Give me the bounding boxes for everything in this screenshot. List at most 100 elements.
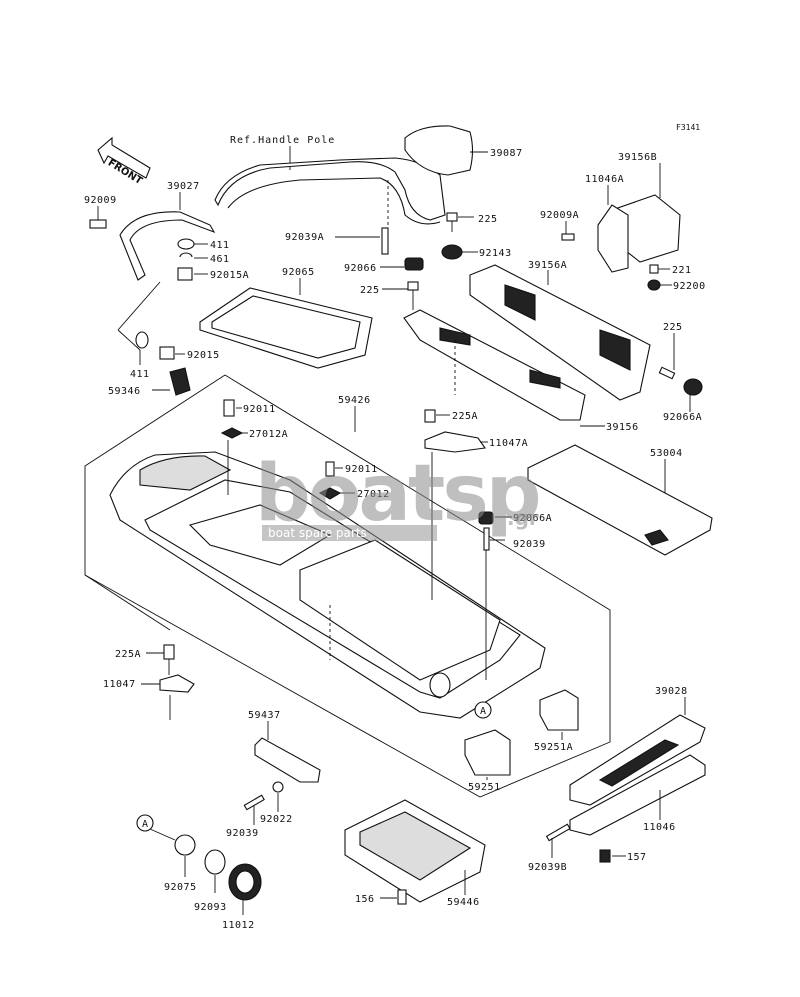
label-59346: 59346	[108, 386, 141, 397]
label-39027: 39027	[167, 181, 200, 192]
washer-411-bottom	[135, 331, 149, 349]
damper-92066A-center	[478, 511, 494, 525]
bolt-225-top	[446, 212, 458, 222]
label-39156A: 39156A	[528, 260, 567, 271]
bolt-225A-left	[163, 644, 175, 660]
bolt-225-right	[658, 366, 676, 380]
label-59446: 59446	[447, 897, 480, 908]
label-92009A: 92009A	[540, 210, 579, 221]
svg-text:boatsp: boatsp	[255, 449, 539, 539]
screw-92011-mid	[325, 461, 335, 477]
cap-92075	[174, 834, 196, 856]
grab-bar-part	[119, 211, 216, 281]
nut-157	[599, 849, 611, 863]
label-221: 221	[672, 265, 692, 276]
label-11046: 11046	[643, 822, 676, 833]
label-92066A-right: 92066A	[663, 412, 702, 423]
label-39156: 39156	[606, 422, 639, 433]
damper-92066A-right	[683, 378, 703, 396]
label-225-top: 225	[478, 214, 498, 225]
label-11047A: 11047A	[489, 438, 528, 449]
label-225-right: 225	[663, 322, 683, 333]
label-92039B: 92039B	[528, 862, 567, 873]
pin-92039A	[381, 227, 389, 255]
mat-53004	[527, 444, 713, 556]
label-411-bottom: 411	[130, 369, 150, 380]
bolt-92009	[89, 219, 107, 229]
nut-92015A	[177, 267, 193, 281]
label-92015: 92015	[187, 350, 220, 361]
grommet-92143	[441, 244, 463, 260]
label-157: 157	[627, 852, 647, 863]
label-92200: 92200	[673, 281, 706, 292]
label-92066A-center: 92066A	[513, 513, 552, 524]
bracket-11046	[569, 754, 706, 836]
label-39156B: 39156B	[618, 152, 657, 163]
label-59437: 59437	[248, 710, 281, 721]
label-92022: 92022	[260, 814, 293, 825]
clip-461	[179, 252, 193, 258]
label-92065: 92065	[282, 267, 315, 278]
callout-a-hull	[474, 701, 492, 719]
watermark-logo: boatsp boat spare parts .gr	[255, 449, 542, 541]
label-92066: 92066	[344, 263, 377, 274]
watermark-tagline: boat spare parts	[268, 526, 367, 540]
bolt-156	[397, 889, 407, 905]
label-39087: 39087	[490, 148, 523, 159]
grate-59446	[344, 799, 486, 903]
damper-92066	[404, 257, 424, 271]
rail-39156A	[469, 264, 651, 401]
ref-handle-pole-label: Ref.Handle Pole	[230, 135, 335, 146]
label-156: 156	[355, 894, 375, 905]
screw-221	[649, 264, 659, 274]
front-arrow-icon: FRONT	[97, 136, 151, 187]
label-59251: 59251	[468, 782, 501, 793]
bracket-11046A	[597, 204, 629, 273]
label-59251A: 59251A	[534, 742, 573, 753]
pin-92039-center	[483, 527, 490, 551]
label-92011-mid: 92011	[345, 464, 378, 475]
label-411-top: 411	[210, 240, 230, 251]
label-59426: 59426	[338, 395, 371, 406]
label-92009: 92009	[84, 195, 117, 206]
callout-a-cap-letter: A	[142, 819, 149, 830]
label-11046A: 11046A	[585, 174, 624, 185]
strip-59437	[254, 737, 321, 783]
label-225A-left: 225A	[115, 649, 141, 660]
label-92075: 92075	[164, 882, 197, 893]
o-ring-92093	[204, 849, 226, 875]
washer-411-top	[177, 238, 195, 250]
pin-92039B	[545, 823, 571, 842]
label-92011-top: 92011	[243, 404, 276, 415]
bumper-59346	[169, 367, 191, 396]
clip-27012A	[220, 427, 244, 439]
label-92143: 92143	[479, 248, 512, 259]
label-225A-top: 225A	[452, 411, 478, 422]
part-39087-cover	[404, 125, 474, 176]
label-27012A: 27012A	[249, 429, 288, 440]
label-92039-left: 92039	[226, 828, 259, 839]
pin-92039-left	[243, 794, 265, 811]
label-53004: 53004	[650, 448, 683, 459]
hull-59426	[109, 451, 546, 719]
drain-plug-11012	[228, 863, 262, 901]
washer-92022	[272, 781, 284, 793]
screw-92011-top	[223, 399, 235, 417]
callout-a-hull-letter: A	[480, 706, 487, 717]
tray-39156	[403, 309, 586, 421]
label-92039-center: 92039	[513, 539, 546, 550]
label-92015A: 92015A	[210, 270, 249, 281]
diagram-code: F3141	[676, 123, 700, 132]
bolt-225A-top	[424, 409, 436, 423]
label-461: 461	[210, 254, 230, 265]
pad-59251A	[539, 689, 579, 731]
label-225-mid: 225	[360, 285, 380, 296]
callout-a-cap	[136, 814, 154, 832]
screw-92009A	[561, 233, 575, 241]
bracket-11047A	[424, 431, 486, 453]
pad-59251	[464, 729, 511, 776]
label-11012: 11012	[222, 920, 255, 931]
nut-92200	[647, 279, 661, 291]
